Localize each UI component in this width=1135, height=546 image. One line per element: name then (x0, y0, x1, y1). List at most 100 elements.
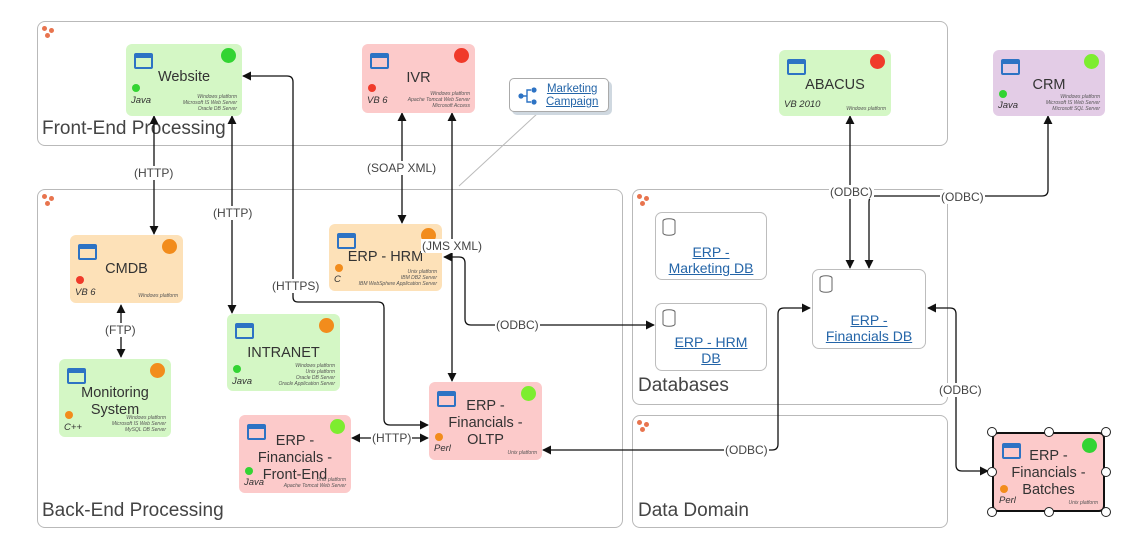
edge-label-jms-xml: (JMS XML) (421, 239, 483, 253)
status-indicator-icon (1084, 54, 1099, 69)
node-platform: Unix platform (1068, 500, 1098, 506)
group-icon (42, 26, 56, 38)
node-title: Website (157, 69, 211, 85)
node-platform: Windows platform (138, 293, 178, 299)
group-label: Back-End Processing (42, 500, 224, 521)
node-ivr[interactable]: IVR VB 6 Windows platform Apache Tomcat … (362, 44, 475, 113)
node-language: Java (998, 100, 1019, 111)
db-erp-financials[interactable]: ERP - Financials DB (812, 269, 926, 349)
edge-label-odbc: (ODBC) (724, 443, 769, 457)
resize-handle-nw[interactable] (987, 427, 997, 437)
node-platform: Unix platform IBM DB2 Server IBM WebSphe… (358, 269, 437, 287)
node-title: ERP - Financials - Batches (1011, 448, 1086, 498)
node-platform: Windows platform Apache Tomcat Web Serve… (407, 91, 470, 109)
group-label: Front-End Processing (42, 118, 226, 139)
db-erp-hrm[interactable]: ERP - HRM DB (655, 303, 767, 371)
window-icon (235, 323, 254, 339)
node-platform: Windows platform (846, 106, 886, 112)
node-title: ERP - Financials - OLTP (448, 398, 523, 448)
node-title: ABACUS (805, 77, 865, 93)
group-label: Data Domain (638, 500, 749, 521)
db-label[interactable]: ERP - Marketing DB (668, 244, 754, 276)
resize-handle-w[interactable] (987, 467, 997, 477)
db-label[interactable]: ERP - Financials DB (825, 312, 913, 344)
status-indicator-icon (454, 48, 469, 63)
node-erp-financials-oltp[interactable]: ERP - Financials - OLTP Perl Unix platfo… (429, 382, 542, 460)
edge-website-oltp (242, 71, 429, 430)
db-erp-marketing[interactable]: ERP - Marketing DB (655, 212, 767, 280)
node-intranet[interactable]: INTRANET Java Windows platform Unix plat… (227, 314, 340, 391)
node-language: Java (131, 95, 152, 106)
db-label[interactable]: ERP - HRM DB (674, 334, 748, 366)
node-cmdb[interactable]: CMDB VB 6 Windows platform (70, 235, 183, 303)
status-indicator-icon (319, 318, 334, 333)
database-icon (662, 309, 676, 327)
edge-hrm-hrmdb (443, 252, 655, 330)
window-icon (370, 53, 389, 69)
node-platform: Unix platform (507, 450, 537, 456)
group-icon (637, 194, 651, 206)
node-platform: Windows platform Unix platform Oracle DB… (278, 363, 335, 387)
window-icon (67, 368, 86, 384)
language-dot-icon (233, 365, 241, 373)
node-title: IVR (406, 70, 431, 86)
node-language: VB 6 (367, 95, 388, 106)
node-language: Java (232, 376, 253, 387)
edge-oltp-findb (542, 303, 811, 455)
marketing-campaign-node[interactable]: Marketing Campaign (509, 78, 609, 112)
node-erp-hrm[interactable]: ERP - HRM C Unix platform IBM DB2 Server… (329, 224, 442, 291)
resize-handle-ne[interactable] (1101, 427, 1111, 437)
resize-handle-n[interactable] (1044, 427, 1054, 437)
edge-label-https: (HTTPS) (271, 279, 321, 293)
node-website[interactable]: Website Java Windows platform Microsoft … (126, 44, 242, 116)
window-icon (247, 424, 266, 440)
node-erp-financials-batches[interactable]: ERP - Financials - Batches Perl Unix pla… (992, 432, 1105, 512)
window-icon (437, 391, 456, 407)
window-icon (134, 53, 153, 69)
node-erp-financials-front-end[interactable]: ERP - Financials - Front-End Java Unix p… (239, 415, 351, 493)
status-indicator-icon (330, 419, 345, 434)
resize-handle-sw[interactable] (987, 507, 997, 517)
node-monitoring-system[interactable]: Monitoring System C++ Windows platform M… (59, 359, 171, 437)
node-title: Monitoring System (81, 385, 149, 418)
node-abacus[interactable]: ABACUS VB 2010 Windows platform (779, 50, 891, 116)
status-indicator-icon (870, 54, 885, 69)
resize-handle-se[interactable] (1101, 507, 1111, 517)
language-dot-icon (245, 467, 253, 475)
node-title: CMDB (105, 261, 148, 277)
annotation-line (458, 112, 539, 187)
window-icon (337, 233, 356, 249)
language-dot-icon (435, 433, 443, 441)
resize-handle-e[interactable] (1101, 467, 1111, 477)
node-language: C++ (64, 422, 82, 433)
node-platform: Unix platform Apache Tomcat Web Server (283, 477, 346, 489)
database-icon (662, 218, 676, 236)
resize-handle-s[interactable] (1044, 507, 1054, 517)
language-dot-icon (76, 276, 84, 284)
group-front-end-processing[interactable]: Front-End Processing (37, 21, 948, 146)
marketing-campaign-link[interactable]: Marketing Campaign (546, 83, 599, 108)
workflow-icon (518, 87, 537, 105)
database-icon (819, 275, 833, 293)
language-dot-icon (335, 264, 343, 272)
language-dot-icon (65, 411, 73, 419)
node-language: Perl (999, 495, 1016, 506)
node-platform: Windows platform Microsoft IS Web Server… (111, 415, 166, 433)
edge-label-ftp: (FTP) (104, 323, 137, 337)
edge-label-odbc: (ODBC) (940, 190, 985, 204)
node-crm[interactable]: CRM Java Windows platform Microsoft IS W… (993, 50, 1105, 116)
node-title: INTRANET (247, 345, 320, 361)
node-platform: Windows platform Microsoft IS Web Server… (182, 94, 237, 112)
node-title: ERP - HRM (347, 249, 424, 265)
node-language: VB 2010 (784, 99, 821, 110)
node-platform: Windows platform Microsoft IS Web Server… (1045, 94, 1100, 112)
language-dot-icon (1000, 485, 1008, 493)
status-indicator-icon (1082, 438, 1097, 453)
edge-label-http: (HTTP) (212, 206, 254, 220)
window-icon (1001, 59, 1020, 75)
language-dot-icon (368, 84, 376, 92)
node-language: VB 6 (75, 287, 96, 298)
node-language: Perl (434, 443, 451, 454)
node-language: Java (244, 477, 265, 488)
window-icon (787, 59, 806, 75)
